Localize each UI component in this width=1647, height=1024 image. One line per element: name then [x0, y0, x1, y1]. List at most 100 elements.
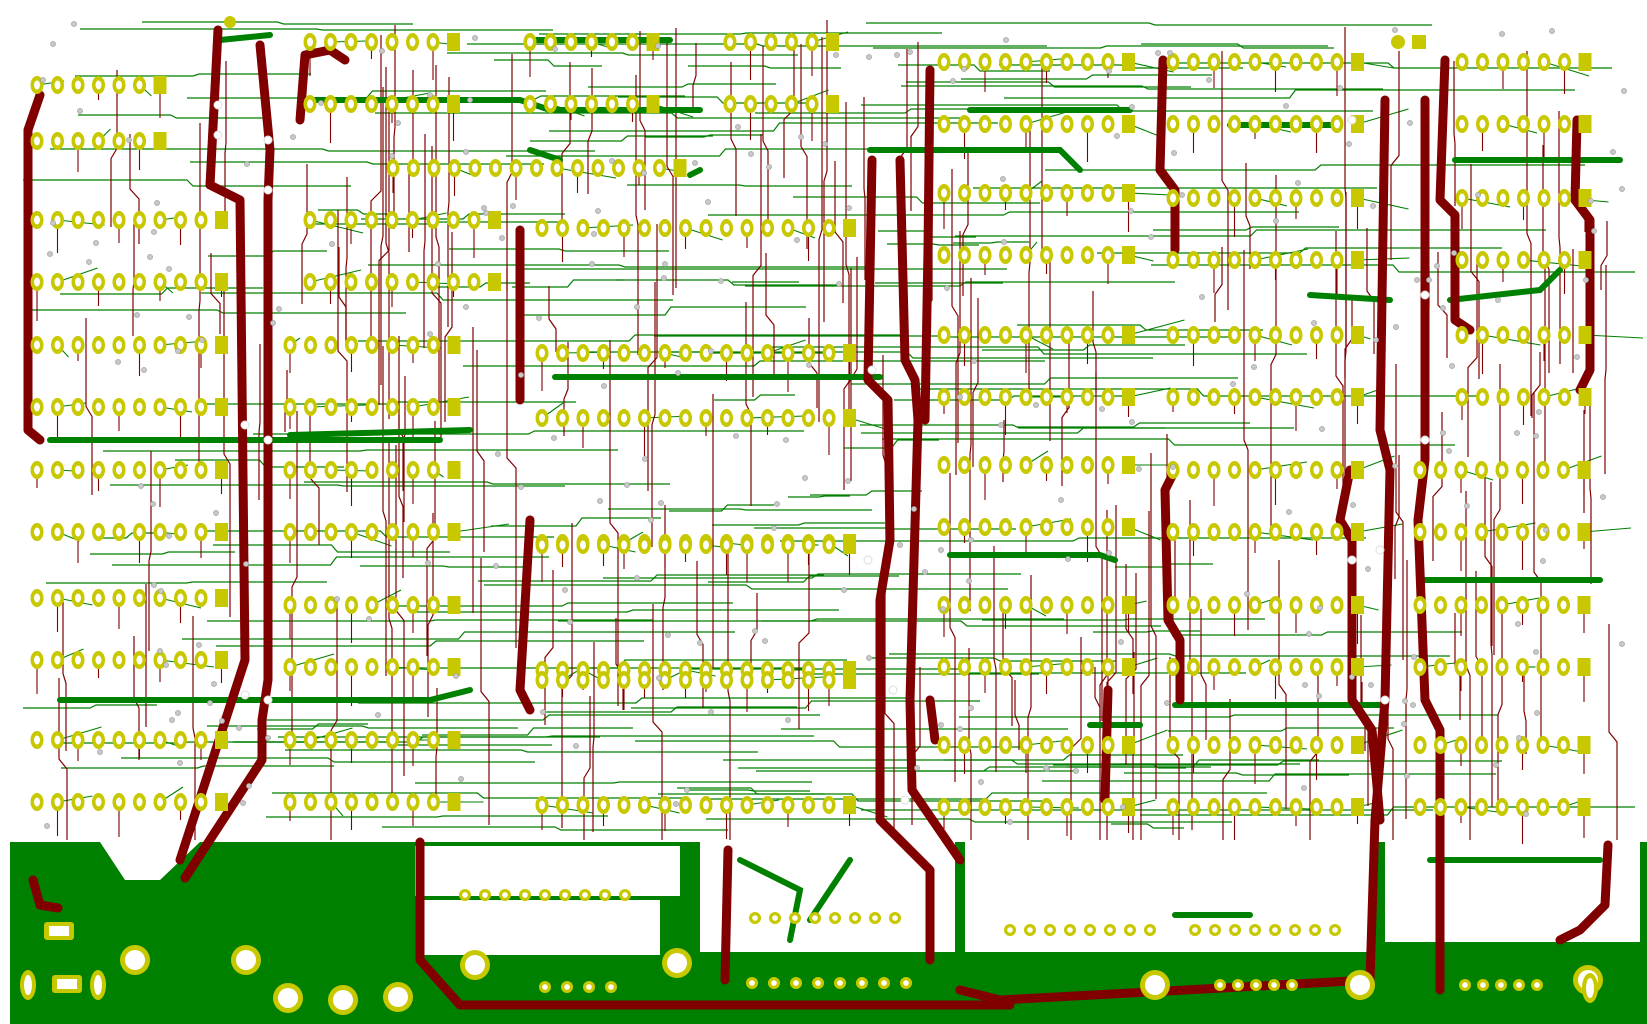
pin1-pad — [215, 273, 228, 291]
via — [601, 383, 607, 389]
pin-hole — [1064, 802, 1070, 812]
pin1-pad — [1577, 596, 1591, 614]
pin-hole — [1500, 255, 1506, 265]
pin-hole — [1064, 392, 1070, 402]
signal-trace — [1600, 221, 1608, 290]
via — [463, 149, 469, 155]
pin1-pad — [215, 731, 228, 749]
via — [957, 394, 963, 400]
pin-hole — [1561, 57, 1568, 67]
pin-hole — [1561, 392, 1568, 402]
via — [911, 506, 917, 512]
via — [708, 348, 714, 354]
via — [1043, 765, 1049, 771]
pin-hole — [982, 119, 988, 129]
power-trace — [920, 65, 935, 425]
via — [1118, 639, 1124, 645]
pin-hole — [328, 340, 334, 350]
pin-hole — [307, 600, 314, 610]
signal-trace — [50, 148, 595, 152]
pin1-pad — [215, 793, 228, 811]
pin-hole — [369, 600, 375, 610]
pin1-pad — [1351, 53, 1364, 71]
via — [708, 709, 714, 715]
signal-trace — [723, 759, 1300, 765]
pin-hole — [409, 215, 416, 225]
pin-hole — [1084, 460, 1091, 470]
via — [1583, 277, 1589, 283]
pin-hole — [1002, 330, 1009, 340]
signal-trace — [1214, 247, 1223, 322]
pin-hole — [1105, 330, 1111, 340]
connector-pad — [1391, 35, 1405, 49]
power-trace — [527, 147, 563, 163]
via — [1619, 641, 1625, 647]
pin-hole — [826, 348, 832, 358]
via — [483, 210, 489, 216]
pin-hole — [198, 593, 204, 603]
pin-hole — [1540, 740, 1546, 750]
pin-hole — [600, 348, 607, 358]
via — [1392, 27, 1398, 33]
via — [589, 261, 595, 267]
pin-hole — [177, 527, 184, 537]
signal-trace — [818, 37, 823, 422]
via — [1600, 494, 1606, 500]
pin-hole — [805, 413, 812, 423]
pin-hole — [287, 735, 293, 745]
pin-hole — [1084, 392, 1091, 402]
pin-hole — [982, 460, 988, 470]
pin-hole — [369, 527, 375, 537]
pin-hole — [1211, 193, 1217, 203]
pin-hole — [307, 99, 313, 109]
pin-hole — [1272, 465, 1279, 475]
via — [766, 164, 772, 170]
pin-hole — [1541, 330, 1547, 340]
pour-cutout — [420, 900, 660, 955]
signal-trace — [1092, 291, 1097, 393]
pin-hole — [34, 593, 40, 603]
via — [163, 662, 169, 668]
pin-hole — [703, 675, 709, 685]
signal-trace — [1200, 609, 1207, 740]
connector-hole — [771, 980, 777, 986]
pin-hole — [1231, 662, 1238, 672]
pin-hole — [1231, 255, 1238, 265]
pin-hole — [1459, 119, 1465, 129]
signal-trace — [1150, 453, 1157, 799]
signal-trace — [609, 340, 619, 706]
pin-hole — [662, 800, 668, 810]
signal-trace — [192, 616, 196, 840]
pin-hole — [54, 593, 61, 603]
via — [93, 240, 99, 246]
signal-trace — [182, 631, 735, 640]
pin-hole — [826, 675, 832, 685]
pin-hole — [410, 735, 416, 745]
pin1-pad — [447, 336, 461, 354]
signal-trace — [1099, 510, 1108, 840]
pin-hole — [662, 675, 668, 685]
pin-hole — [1561, 330, 1568, 340]
pin-hole — [1231, 392, 1238, 402]
signal-trace — [375, 112, 968, 119]
pin-hole — [1105, 740, 1111, 750]
pin-hole — [580, 348, 586, 358]
pin-hole — [430, 215, 436, 225]
pin-hole — [327, 37, 334, 47]
pin-hole — [1334, 330, 1340, 340]
pin-hole — [727, 99, 733, 109]
via — [1301, 785, 1307, 791]
pin-hole — [1293, 465, 1299, 475]
via — [697, 640, 703, 646]
pin-hole — [116, 527, 122, 537]
connector-hole — [1332, 927, 1338, 933]
pin1-pad — [1577, 736, 1591, 754]
power-junction — [213, 100, 223, 110]
pin-hole — [1064, 188, 1070, 198]
pin1-pad — [153, 132, 167, 150]
via — [154, 200, 160, 206]
power-junction — [888, 685, 898, 695]
via — [961, 66, 967, 72]
signal-trace — [1140, 806, 1635, 816]
